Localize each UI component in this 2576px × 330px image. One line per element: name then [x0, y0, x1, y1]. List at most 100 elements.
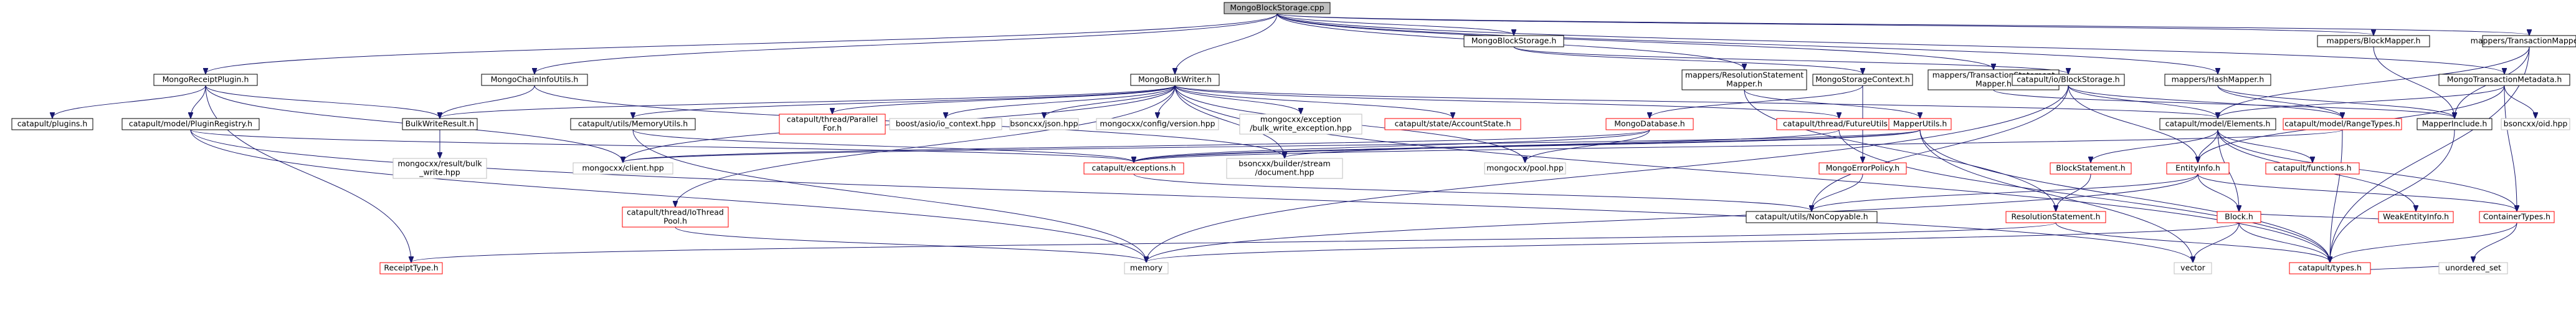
node-label: MongoStorageContext.h: [1815, 75, 1910, 84]
node-elements[interactable]: catapult/model/Elements.h: [2159, 118, 2276, 130]
dependency-edge-mapperUtils-to-exceptions: [1134, 129, 1921, 162]
node-label: ContainerTypes.h: [2483, 212, 2550, 221]
dependency-edge-resStmtMapper-to-resolutionStatement: [1744, 89, 2056, 211]
dependency-edge-root-to-hashMapper: [1276, 13, 2218, 74]
node-containerTypes[interactable]: ContainerTypes.h: [2479, 211, 2555, 223]
dependency-edge-bulkWriter-to-bsonDocument: [1174, 85, 1285, 158]
node-label: WeakEntityInfo.h: [2383, 212, 2449, 221]
dependency-edge-entityInfo-to-memory: [1146, 173, 2198, 262]
node-futureUtils[interactable]: catapult/thread/FutureUtils.h: [1776, 118, 1902, 130]
dependency-edge-pluginRegistry-to-memory: [190, 129, 1146, 262]
dependency-edge-elements-to-containerTypes: [2217, 129, 2517, 211]
node-txMapper[interactable]: mappers/TransactionMapper.h: [2471, 35, 2576, 47]
node-weakEntityInfo[interactable]: WeakEntityInfo.h: [2378, 211, 2454, 223]
dependency-edge-elements-to-functions: [2217, 129, 2312, 162]
dependency-edge-exceptions-to-nonCopyable: [1133, 173, 1812, 211]
node-label: catapult/types.h: [2298, 263, 2362, 273]
dependency-edge-elements-to-entityInfo: [2198, 129, 2218, 162]
node-box: [2005, 211, 2106, 223]
node-box: [2438, 74, 2570, 86]
node-label: Mapper.h: [1726, 79, 1762, 89]
node-label: For.h: [823, 124, 842, 133]
dependency-edge-root-to-txMapper: [1276, 13, 2529, 35]
node-label: mongocxx/client.hpp: [582, 163, 663, 173]
dependency-edge-txMapper-to-elements: [2218, 46, 2530, 118]
node-box: [889, 118, 1002, 130]
node-errorPolicy[interactable]: MongoErrorPolicy.h: [1818, 162, 1907, 175]
node-receiptType[interactable]: ReceiptType.h: [379, 262, 443, 274]
dependency-edge-elements-to-blockStatement: [2091, 129, 2218, 162]
node-box: [1096, 118, 1219, 130]
node-box: [1681, 69, 1807, 90]
node-ioBlockStorage[interactable]: catapult/io/BlockStorage.h: [2012, 74, 2125, 86]
node-mongoPool: mongocxx/pool.hpp: [1484, 162, 1566, 175]
node-storageContext[interactable]: MongoStorageContext.h: [1812, 74, 1913, 86]
node-box: [570, 118, 696, 130]
node-box: [1384, 118, 1521, 130]
node-label: bsoncxx/builder/stream: [1238, 159, 1330, 168]
node-box: [2164, 74, 2271, 86]
node-pluginRegistry[interactable]: catapult/model/PluginRegistry.h: [121, 118, 260, 130]
node-box: [2438, 262, 2508, 274]
node-label: mongocxx/config/version.hpp: [1100, 119, 1215, 129]
node-blockStatement[interactable]: BlockStatement.h: [2050, 162, 2132, 175]
node-plugins[interactable]: catapult/plugins.h: [11, 118, 93, 130]
node-label: unordered_set: [2445, 263, 2501, 273]
node-nonCopyable[interactable]: catapult/utils/NonCopyable.h: [1746, 211, 1878, 223]
node-receiptPlugin[interactable]: MongoReceiptPlugin.h: [153, 74, 258, 86]
dependency-edge-blockH-to-types: [2238, 222, 2330, 262]
node-box: [2482, 35, 2576, 47]
node-box: [392, 158, 487, 179]
node-label: Mapper.h: [1975, 79, 2012, 89]
node-functions[interactable]: catapult/functions.h: [2265, 162, 2360, 175]
dependency-edge-ioBlockStorage-to-entityInfo: [2068, 85, 2198, 162]
node-hashMapper[interactable]: mappers/HashMapper.h: [2164, 74, 2271, 86]
dependency-edge-root-to-txStmtMapper: [1276, 13, 1994, 69]
node-bulkWriteResult[interactable]: BulkWriteResult.h: [402, 118, 478, 130]
node-box: [153, 74, 258, 86]
node-label: ResolutionStatement.h: [2012, 212, 2101, 221]
node-bulkWriter[interactable]: MongoBulkWriter.h: [1130, 74, 1220, 86]
node-label: catapult/thread/Parallel: [787, 115, 878, 124]
node-blockStorageH[interactable]: MongoBlockStorage.h: [1463, 35, 1564, 47]
node-mongoDatabase[interactable]: MongoDatabase.h: [1605, 118, 1694, 130]
node-box: [2217, 211, 2261, 223]
node-entityInfo[interactable]: EntityInfo.h: [2166, 162, 2230, 175]
node-chainInfoUtils[interactable]: MongoChainInfoUtils.h: [481, 74, 588, 86]
node-label: catapult/thread/IoThread: [627, 208, 724, 217]
node-label: memory: [1130, 263, 1163, 273]
node-box: [573, 162, 673, 175]
node-memory: memory: [1124, 262, 1169, 274]
dependency-edge-mongoDatabase-to-mongoClient: [623, 129, 1650, 162]
node-mapperUtils[interactable]: MapperUtils.h: [1888, 118, 1952, 130]
dependency-edge-txStmtMapper-to-mapperInclude: [1993, 89, 2455, 118]
node-blockH[interactable]: Block.h: [2217, 211, 2261, 223]
dependency-edge-bulkWriter-to-bulkWriteResult: [440, 85, 1176, 118]
node-box: [2417, 118, 2493, 130]
node-box: [1605, 118, 1694, 130]
node-memoryUtils[interactable]: catapult/utils/MemoryUtils.h: [570, 118, 696, 130]
node-mapperInclude[interactable]: MapperInclude.h: [2417, 118, 2493, 130]
node-exceptions[interactable]: catapult/exceptions.h: [1083, 162, 1184, 175]
node-label: bsoncxx/oid.hpp: [2504, 119, 2568, 129]
node-types[interactable]: catapult/types.h: [2289, 262, 2371, 274]
node-box: [2174, 262, 2212, 274]
dependency-edge-memoryUtils-to-exceptions: [632, 129, 1134, 162]
dependency-edge-hashMapper-to-mapperInclude: [2217, 85, 2455, 118]
node-rangeTypes[interactable]: catapult/model/RangeTypes.h: [2283, 118, 2402, 130]
node-label: /bulk_write_exception.hpp: [1250, 124, 1352, 133]
dependency-edge-mongoDatabase-to-mongoPool: [1525, 129, 1650, 162]
node-box: [2283, 118, 2402, 130]
node-txMetadata[interactable]: MongoTransactionMetadata.h: [2438, 74, 2570, 86]
dependency-edge-mapperUtils-to-types: [1919, 129, 2330, 262]
node-resolutionStatement[interactable]: ResolutionStatement.h: [2005, 211, 2106, 223]
dependency-edge-root-to-txMetadata: [1276, 13, 2504, 74]
node-blockMapper[interactable]: mappers/BlockMapper.h: [2317, 35, 2430, 47]
node-label: catapult/plugins.h: [17, 119, 88, 129]
node-accountState[interactable]: catapult/state/AccountState.h: [1384, 118, 1521, 130]
node-box: [1124, 262, 1169, 274]
node-root[interactable]: MongoBlockStorage.cpp: [1224, 2, 1331, 14]
